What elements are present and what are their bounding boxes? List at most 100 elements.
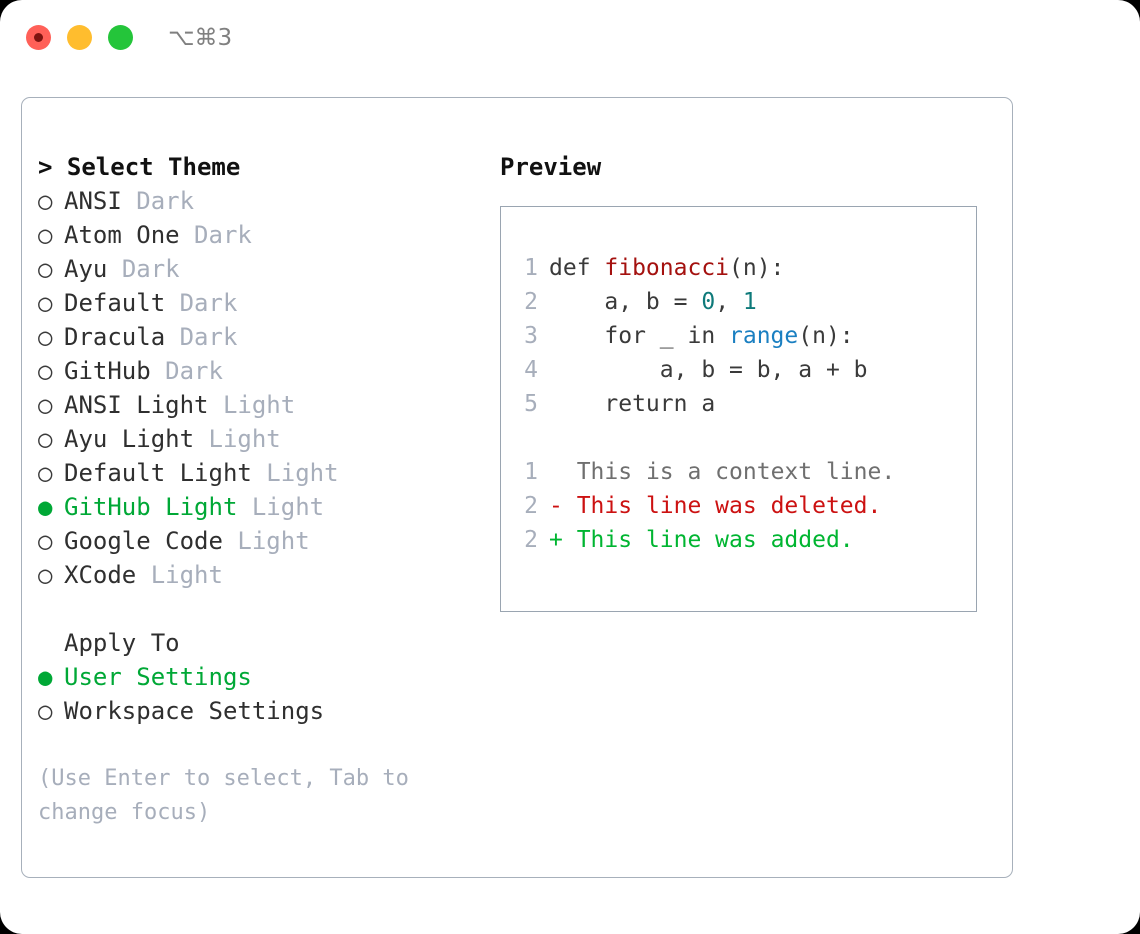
close-button[interactable] <box>26 25 51 50</box>
code-line: 2 a, b = 0, 1 <box>501 285 976 319</box>
theme-option-label: Atom One <box>64 221 180 249</box>
theme-option[interactable]: ○ ANSI Dark <box>38 184 468 218</box>
line-number: 5 <box>524 391 538 417</box>
code-token: (n): <box>729 255 785 281</box>
theme-option-label: Default <box>64 289 166 317</box>
diff-marker: + <box>549 527 577 553</box>
theme-option-category: Light <box>237 527 310 555</box>
code-line: 5 return a <box>501 387 976 421</box>
diff-text: This line was added. <box>576 527 854 553</box>
theme-option-label: ANSI <box>64 187 122 215</box>
line-number: 2 <box>524 527 538 553</box>
theme-option-category: Light <box>251 493 325 521</box>
code-token: a, b = <box>549 289 702 315</box>
code-line: 3 for _ in range(n): <box>501 319 976 353</box>
apply-to-option-label: User Settings <box>64 663 252 691</box>
theme-option-category: Light <box>208 425 281 453</box>
code-token: return a <box>549 391 716 417</box>
theme-option[interactable]: ○ Ayu Dark <box>38 252 468 286</box>
theme-option-category: Light <box>222 391 296 419</box>
theme-option-label: GitHub Light <box>64 493 238 521</box>
radio-unselected-icon: ○ <box>38 391 53 419</box>
code-token: for _ in <box>549 323 730 349</box>
diff-line: 1 This is a context line. <box>501 455 976 489</box>
line-number: 4 <box>524 357 538 383</box>
radio-unselected-icon: ○ <box>38 527 53 555</box>
diff-line: 2 + This line was added. <box>501 523 976 557</box>
code-token: range <box>729 323 799 349</box>
code-token: fibonacci <box>604 255 730 281</box>
diff-sample: 1 This is a context line.2- This line wa… <box>501 455 976 557</box>
radio-unselected-icon: ○ <box>38 425 53 453</box>
radio-unselected-icon: ○ <box>38 255 53 283</box>
line-number: 2 <box>524 493 538 519</box>
code-line: 4 a, b = b, a + b <box>501 353 976 387</box>
theme-option-label: ANSI Light <box>64 391 209 419</box>
theme-option-label: Default Light <box>64 459 252 487</box>
title-bar: ⌥⌘3 <box>0 0 1140 78</box>
diff-marker: - <box>549 493 577 519</box>
theme-option[interactable]: ○ ANSI Light Light <box>38 388 468 422</box>
theme-option[interactable]: ○ Default Light Light <box>38 456 468 490</box>
radio-unselected-icon: ○ <box>38 323 53 351</box>
theme-option[interactable]: ○ Atom One Dark <box>38 218 468 252</box>
window-controls <box>26 25 133 50</box>
radio-unselected-icon: ○ <box>38 221 53 249</box>
theme-option-category: Dark <box>136 187 195 215</box>
theme-option[interactable]: ○ Default Dark <box>38 286 468 320</box>
diff-line: 2- This line was deleted. <box>501 489 976 523</box>
theme-option-category: Dark <box>165 357 223 385</box>
line-number: 2 <box>524 289 538 315</box>
theme-option[interactable]: ○ Ayu Light Light <box>38 422 468 456</box>
zoom-button[interactable] <box>108 25 133 50</box>
theme-option-category: Dark <box>121 255 180 283</box>
line-number: 3 <box>524 323 538 349</box>
radio-unselected-icon: ○ <box>38 561 53 589</box>
theme-option-category: Dark <box>179 289 238 317</box>
radio-selected-icon: ● <box>38 663 53 691</box>
spacer <box>501 421 976 455</box>
apply-to-option[interactable]: ○Workspace Settings <box>38 694 468 728</box>
keyboard-shortcut-label: ⌥⌘3 <box>168 25 233 51</box>
main-panel: > Select Theme ○ANSI Dark○Atom One Dark○… <box>21 97 1013 878</box>
minimize-button[interactable] <box>67 25 92 50</box>
theme-option-category: Dark <box>194 221 252 249</box>
theme-option[interactable]: ○ Dracula Dark <box>38 320 468 354</box>
code-token: , <box>715 289 743 315</box>
apply-to-title: Apply To <box>64 629 180 657</box>
theme-option[interactable]: ○ XCode Light <box>38 558 468 592</box>
keyboard-hint-text: (Use Enter to select, Tab to change focu… <box>38 766 409 825</box>
theme-option-label: Ayu Light <box>64 425 195 453</box>
theme-selector-column: > Select Theme ○ANSI Dark○Atom One Dark○… <box>38 150 468 830</box>
diff-text: This is a context line. <box>576 459 896 485</box>
theme-list[interactable]: ○ ANSI Dark ○ Atom One Dark ○ Ayu Dark ○ Defaul… <box>38 184 468 592</box>
diff-text: This line was deleted. <box>576 493 882 519</box>
code-token: a, b = b, a + b <box>549 357 868 383</box>
preview-title: Preview <box>500 153 602 181</box>
diff-marker <box>549 459 577 485</box>
theme-option-label: XCode <box>64 561 137 589</box>
code-token: 1 <box>742 289 757 315</box>
apply-to-option-label: Workspace Settings <box>64 697 325 725</box>
radio-selected-icon: ● <box>38 493 53 521</box>
radio-unselected-icon: ○ <box>38 357 53 385</box>
theme-option-label: Dracula <box>64 323 166 351</box>
theme-option[interactable]: ● GitHub Light Light <box>38 490 468 524</box>
radio-unselected-icon: ○ <box>38 187 53 215</box>
theme-option-category: Dark <box>179 323 238 351</box>
code-token: def <box>549 255 605 281</box>
theme-option-category: Light <box>266 459 339 487</box>
radio-unselected-icon: ○ <box>38 289 53 317</box>
theme-option-label: Ayu <box>64 255 108 283</box>
apply-to-list[interactable]: ● User Settings ○Workspace Settings <box>38 660 468 728</box>
apply-to-option[interactable]: ● User Settings <box>38 660 468 694</box>
radio-unselected-icon: ○ <box>38 459 53 487</box>
theme-option[interactable]: ○Google Code Light <box>38 524 468 558</box>
theme-option-label: GitHub <box>64 357 151 385</box>
theme-option[interactable]: ○ GitHub Dark <box>38 354 468 388</box>
code-token: 0 <box>701 289 716 315</box>
theme-option-category: Light <box>150 561 223 589</box>
